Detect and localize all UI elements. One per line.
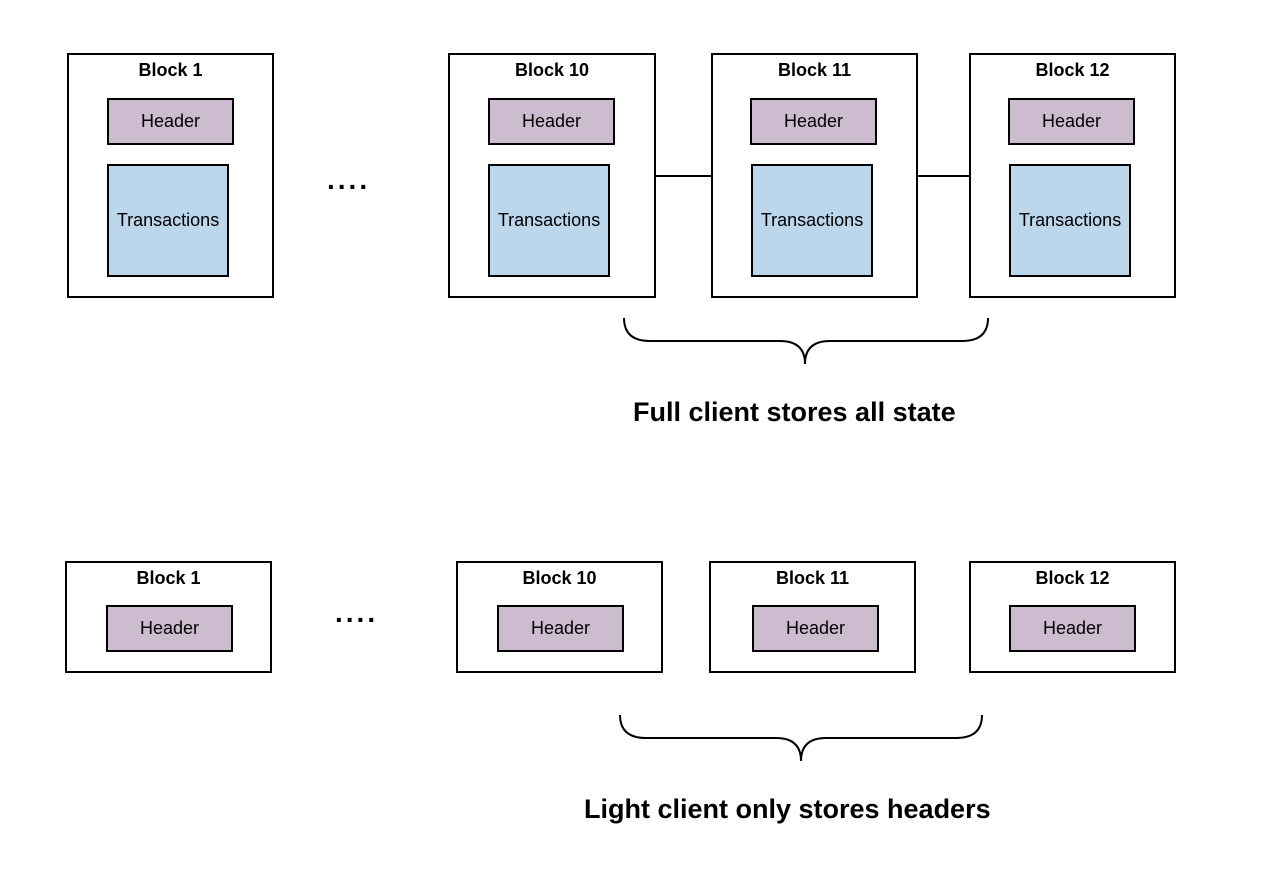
block-transactions: Transactions (488, 164, 610, 277)
block-header: Header (106, 605, 233, 652)
block-title: Block 1 (138, 60, 203, 80)
block-header: Header (750, 98, 877, 145)
block-title: Block 1 (136, 568, 201, 588)
light-block-10: Block 10 Header (456, 561, 663, 673)
full-block-10: Block 10 Header Transactions (448, 53, 656, 298)
block-header: Header (1009, 605, 1136, 652)
full-block-12: Block 12 Header Transactions (969, 53, 1176, 298)
block-header: Header (107, 98, 234, 145)
block-header: Header (488, 98, 615, 145)
block-title: Block 12 (1035, 60, 1110, 80)
block-header: Header (752, 605, 879, 652)
block-title: Block 10 (522, 568, 597, 588)
full-client-brace (623, 317, 989, 365)
block-transactions: Transactions (1009, 164, 1131, 277)
block-title: Block 10 (514, 60, 590, 80)
light-ellipsis: .... (335, 597, 379, 628)
block-title: Block 11 (775, 568, 850, 588)
full-block-1: Block 1 Header Transactions (67, 53, 274, 298)
light-client-caption: Light client only stores headers (584, 794, 991, 824)
full-client-caption: Full client stores all state (633, 397, 956, 427)
block-title: Block 12 (1035, 568, 1110, 588)
light-block-1: Block 1 Header (65, 561, 272, 673)
block-header: Header (1008, 98, 1135, 145)
full-ellipsis: .... (327, 164, 371, 195)
block-header: Header (497, 605, 624, 652)
light-block-11: Block 11 Header (709, 561, 916, 673)
block-title: Block 11 (777, 60, 852, 80)
full-block-11: Block 11 Header Transactions (711, 53, 918, 298)
light-block-12: Block 12 Header (969, 561, 1176, 673)
block-transactions: Transactions (751, 164, 873, 277)
block-transactions: Transactions (107, 164, 229, 277)
light-client-brace (619, 714, 983, 762)
